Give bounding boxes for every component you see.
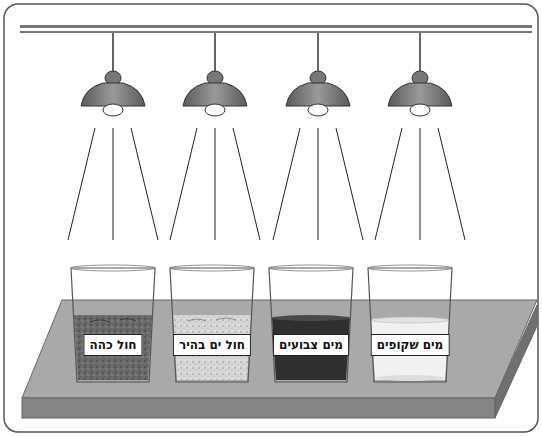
light-rays <box>68 128 465 240</box>
material-label: חול ים בהיר <box>173 334 251 356</box>
lamp <box>286 33 350 116</box>
material-label: מים צבועים <box>273 334 349 356</box>
frame <box>4 4 538 432</box>
cups <box>71 265 452 382</box>
material-label: חול כהה <box>83 334 142 356</box>
cup-dark-sand <box>71 265 155 382</box>
ceiling-bar <box>20 25 532 33</box>
label-text: מים שקופים <box>377 337 444 353</box>
lamp <box>81 33 145 116</box>
lamps <box>81 33 452 116</box>
material-label: מים שקופים <box>371 334 450 356</box>
cup-colored-water <box>269 265 353 382</box>
table <box>22 300 537 418</box>
label-text: חול כהה <box>89 337 136 353</box>
cup-light-sand <box>170 265 254 382</box>
label-text: מים צבועים <box>279 337 343 353</box>
label-text: חול ים בהיר <box>179 337 245 353</box>
lamp <box>183 33 247 116</box>
lamp <box>388 33 452 116</box>
cup-clear-water <box>368 265 452 382</box>
